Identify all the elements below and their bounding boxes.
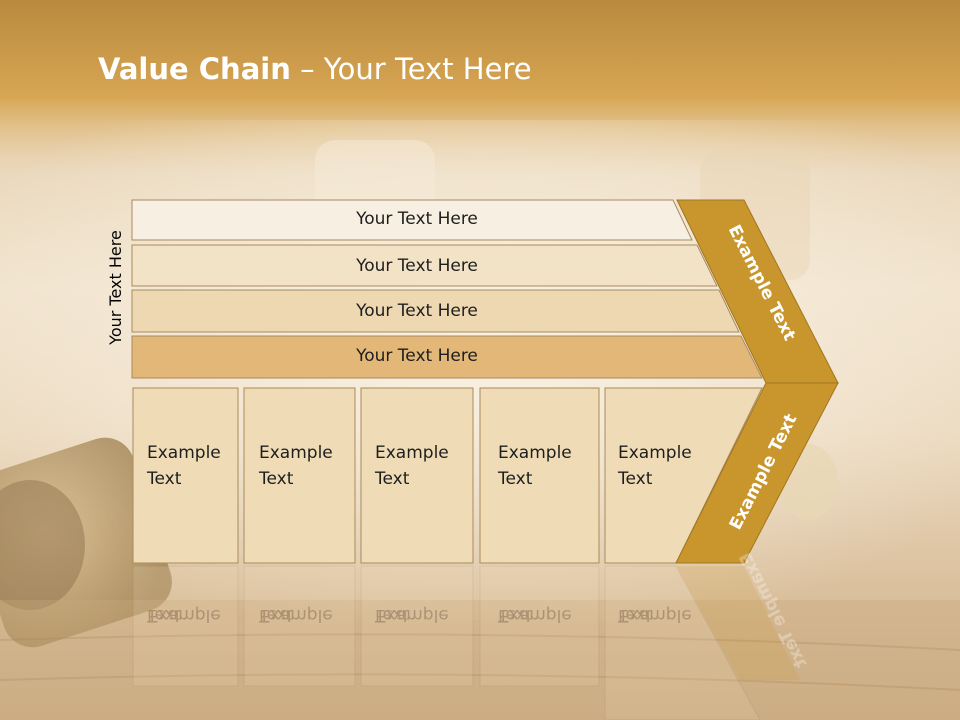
box-5-label: Example Text — [618, 440, 718, 492]
side-label: Your Text Here — [58, 230, 168, 345]
box-5-line1: Example — [618, 443, 692, 463]
box-4-line2: Text — [498, 469, 533, 489]
box-1-shape[interactable] — [132, 387, 239, 564]
box-3-line2: Text — [375, 469, 410, 489]
box-2-line2: Text — [259, 469, 294, 489]
bar-2-shape[interactable] — [131, 244, 718, 287]
slide-title: Value Chain – Your Text Here — [98, 52, 532, 86]
reflection-2-line2: Text — [259, 605, 294, 625]
box-2-label: Example Text — [259, 440, 359, 492]
box-1-line2: Text — [147, 469, 182, 489]
box-4-label: Example Text — [498, 440, 598, 492]
box-1-label: Example Text — [147, 440, 247, 492]
slide-title-rest: – Your Text Here — [290, 52, 532, 86]
box-3-shape[interactable] — [360, 387, 474, 564]
box-2-line1: Example — [259, 443, 333, 463]
box-5-line2: Text — [618, 469, 653, 489]
bar-3-label: Your Text Here — [356, 301, 478, 321]
chevron-lower-shape[interactable] — [675, 382, 839, 564]
bar-3-shape[interactable] — [131, 289, 740, 333]
bar-1-label: Your Text Here — [356, 209, 478, 229]
slide-title-bold: Value Chain — [98, 52, 291, 86]
side-label-text: Your Text Here — [105, 230, 125, 345]
bar-2-label: Your Text Here — [356, 256, 478, 276]
reflection-chevron: Example Text — [710, 549, 837, 671]
reflection-5-line2: Text — [618, 605, 653, 625]
reflection-3-line2: Text — [375, 605, 410, 625]
boxes-reflection — [132, 565, 800, 720]
box-4-line1: Example — [498, 443, 572, 463]
bar-4-shape[interactable] — [131, 335, 763, 379]
box-3-line1: Example — [375, 443, 449, 463]
box-4-shape[interactable] — [479, 387, 600, 564]
bar-4-label: Your Text Here — [356, 346, 478, 366]
reflection-4-line2: Text — [498, 605, 533, 625]
box-2-shape[interactable] — [243, 387, 356, 564]
bar-1-shape[interactable] — [131, 199, 693, 241]
box-1-line1: Example — [147, 443, 221, 463]
box-3-label: Example Text — [375, 440, 475, 492]
reflection-1-line2: Text — [147, 605, 182, 625]
